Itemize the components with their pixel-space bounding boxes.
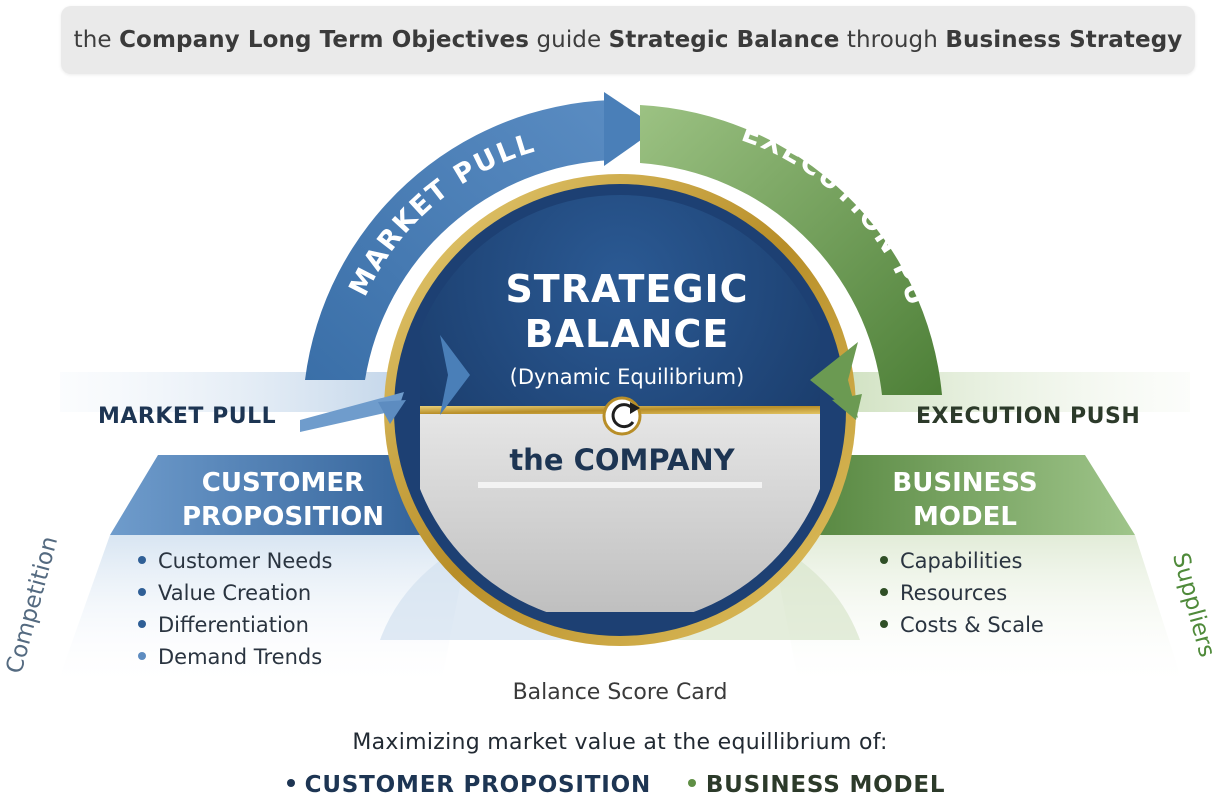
list-item: Costs & Scale (880, 609, 1044, 641)
list-item: Capabilities (880, 545, 1044, 577)
header-seg-1: Company Long Term Objectives (119, 27, 530, 53)
footer-item-label: BUSINESS MODEL (705, 772, 946, 798)
strategic-balance-disc (420, 195, 820, 408)
bullet-text: Differentiation (158, 613, 309, 637)
bullet-dot-icon (138, 556, 146, 564)
header-seg-4: through (839, 27, 946, 53)
header-seg-3: Strategic Balance (608, 27, 840, 53)
header-seg-0: the (73, 27, 120, 53)
market-pull-arc (305, 100, 612, 380)
market-pull-label: MARKET PULL (98, 404, 276, 429)
bullet-dot-icon (286, 778, 295, 787)
execution-push-arc (640, 105, 942, 395)
bullet-text: Demand Trends (158, 645, 323, 669)
footer-item-label: CUSTOMER PROPOSITION (304, 772, 652, 798)
market-pull-arrowhead (604, 92, 658, 166)
bullet-text: Capabilities (900, 549, 1023, 573)
company-label: the COMPANY (509, 443, 735, 477)
maximizing-statement: Maximizing market value at the equillibr… (352, 730, 888, 755)
header-banner: the Company Long Term Objectives guide S… (61, 6, 1195, 74)
bullet-dot-icon (880, 620, 888, 628)
bullet-dot-icon (880, 556, 888, 564)
header-seg-5: Business Strategy (945, 27, 1183, 53)
right-panel-title-2: MODEL (913, 502, 1017, 532)
list-item: Demand Trends (138, 641, 333, 673)
business-model-list: Capabilities Resources Costs & Scale (880, 545, 1044, 641)
right-panel-body (770, 535, 1185, 690)
bullet-text: Value Creation (158, 581, 312, 605)
center-subtitle: (Dynamic Equilibrium) (510, 365, 745, 389)
company-highlight (478, 482, 762, 488)
balance-score-card: Balance Score Card (512, 680, 728, 705)
left-inward-arrow (440, 335, 470, 415)
bullet-text: Resources (900, 581, 1008, 605)
center-title-line2: BALANCE (525, 312, 730, 356)
bullet-dot-icon (138, 620, 146, 628)
bullet-dot-icon (880, 588, 888, 596)
equilibrium-items: CUSTOMER PROPOSITION BUSINESS MODEL (0, 772, 1232, 798)
cycle-arrows-icon (602, 396, 642, 436)
center-title-line1: STRATEGIC (505, 267, 748, 311)
bullet-text: Costs & Scale (900, 613, 1044, 637)
footer-item-business: BUSINESS MODEL (687, 772, 946, 798)
bullet-text: Customer Needs (158, 549, 333, 573)
footer-item-customer: CUSTOMER PROPOSITION (286, 772, 652, 798)
execution-push-label: EXECUTION PUSH (916, 404, 1140, 429)
bullet-dot-icon (687, 778, 696, 787)
left-lower-arrowhead (378, 400, 406, 424)
list-item: Customer Needs (138, 545, 333, 577)
right-panel-title-1: BUSINESS (892, 468, 1037, 498)
customer-proposition-header (110, 455, 470, 535)
list-item: Differentiation (138, 609, 333, 641)
bullet-dot-icon (138, 588, 146, 596)
left-panel-body (55, 535, 470, 690)
left-panel-title-2: PROPOSITION (182, 502, 384, 532)
right-push-band (800, 372, 1190, 412)
left-panel-title-1: CUSTOMER (202, 468, 364, 498)
business-model-header (770, 455, 1135, 535)
header-seg-2: guide (529, 27, 609, 53)
bullet-dot-icon (138, 652, 146, 660)
customer-proposition-list: Customer Needs Value Creation Differenti… (138, 545, 333, 673)
company-disc (420, 412, 820, 612)
list-item: Resources (880, 577, 1044, 609)
list-item: Value Creation (138, 577, 333, 609)
right-lower-arrowhead (832, 394, 862, 420)
